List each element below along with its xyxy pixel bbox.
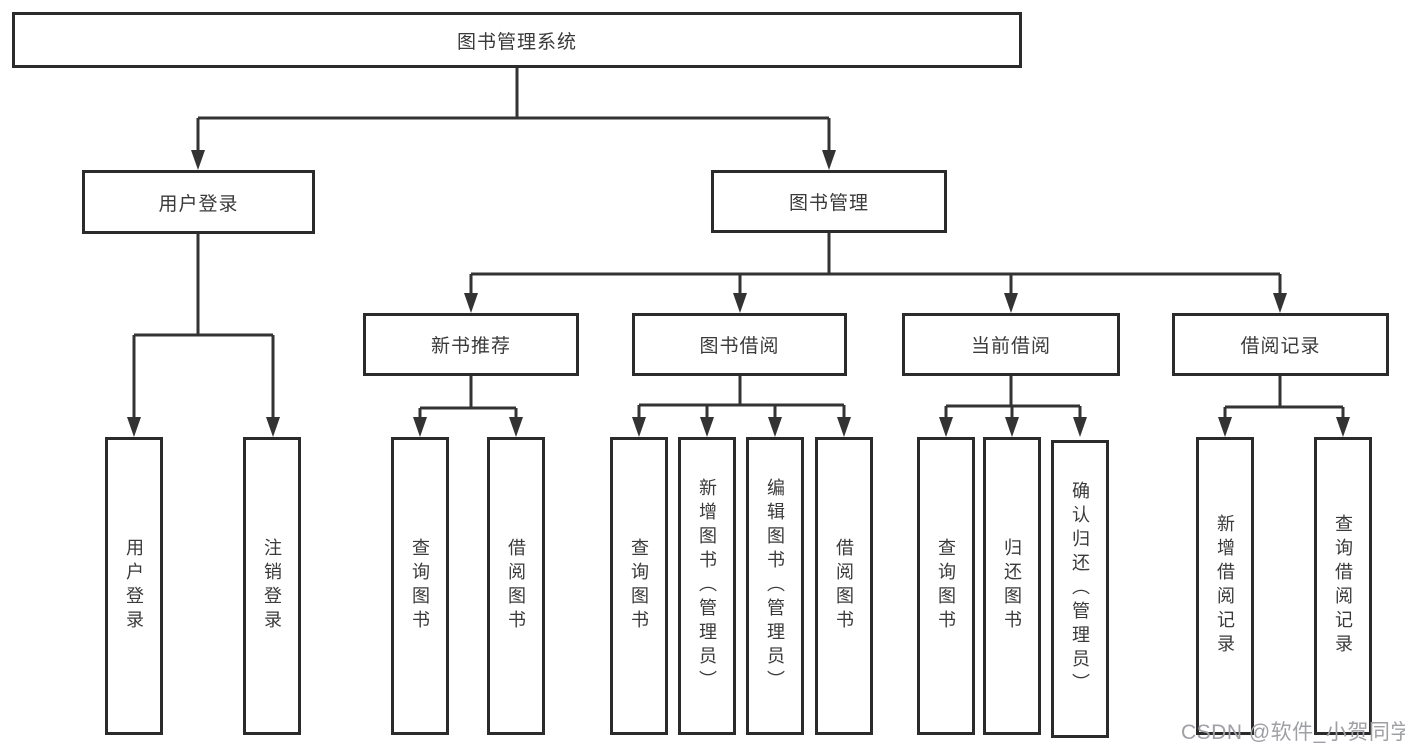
leaf-logout: 注销登录 <box>243 437 301 735</box>
leaf-br-add-record-label: 新增借阅记录 <box>1215 514 1235 658</box>
leaf-bb-edit-book-admin: 编辑图书（管理员） <box>746 437 804 735</box>
node-new-book-recommend: 新书推荐 <box>363 313 579 376</box>
node-root: 图书管理系统 <box>12 12 1022 68</box>
node-book-management-label: 图书管理 <box>788 193 869 214</box>
leaf-cb-query-book-label: 查询图书 <box>936 538 956 634</box>
leaf-cb-confirm-return-admin-label: 确认归还（管理员） <box>1070 481 1090 697</box>
leaf-user-login-label: 用户登录 <box>124 538 144 634</box>
node-current-borrow: 当前借阅 <box>902 313 1120 376</box>
node-borrow-record-label: 借阅记录 <box>1240 336 1321 357</box>
leaf-bb-borrow-book: 借阅图书 <box>815 437 873 735</box>
node-current-borrow-label: 当前借阅 <box>970 336 1051 357</box>
leaf-br-query-record-label: 查询借阅记录 <box>1333 514 1353 658</box>
leaf-br-add-record: 新增借阅记录 <box>1196 437 1254 735</box>
leaf-user-login: 用户登录 <box>105 437 163 735</box>
leaf-nbr-borrow-book-label: 借阅图书 <box>506 538 526 634</box>
leaf-cb-return-book: 归还图书 <box>983 437 1041 735</box>
leaf-cb-return-book-label: 归还图书 <box>1002 538 1022 634</box>
node-book-management: 图书管理 <box>711 170 947 233</box>
node-book-borrow-label: 图书借阅 <box>699 336 780 357</box>
node-borrow-record: 借阅记录 <box>1172 313 1389 376</box>
leaf-bb-query-book-label: 查询图书 <box>629 538 649 634</box>
leaf-bb-add-book-admin: 新增图书（管理员） <box>678 437 736 735</box>
leaf-bb-borrow-book-label: 借阅图书 <box>834 538 854 634</box>
leaf-bb-add-book-admin-label: 新增图书（管理员） <box>697 478 717 694</box>
leaf-cb-query-book: 查询图书 <box>917 437 975 735</box>
node-root-label: 图书管理系统 <box>456 31 577 53</box>
leaf-bb-edit-book-admin-label: 编辑图书（管理员） <box>765 478 785 694</box>
leaf-bb-query-book: 查询图书 <box>610 437 668 735</box>
leaf-logout-label: 注销登录 <box>262 538 282 634</box>
leaf-nbr-borrow-book: 借阅图书 <box>487 437 545 735</box>
leaf-cb-confirm-return-admin: 确认归还（管理员） <box>1051 440 1109 738</box>
csdn-watermark: CSDN @软件_小贺同学 <box>1181 721 1405 744</box>
node-user-login-label: 用户登录 <box>158 193 239 215</box>
leaf-br-query-record: 查询借阅记录 <box>1314 437 1372 735</box>
leaf-nbr-query-book: 查询图书 <box>391 437 449 735</box>
node-user-login: 用户登录 <box>82 170 315 234</box>
node-new-book-recommend-label: 新书推荐 <box>430 336 511 357</box>
leaf-nbr-query-book-label: 查询图书 <box>410 538 430 634</box>
node-book-borrow: 图书借阅 <box>632 313 847 376</box>
